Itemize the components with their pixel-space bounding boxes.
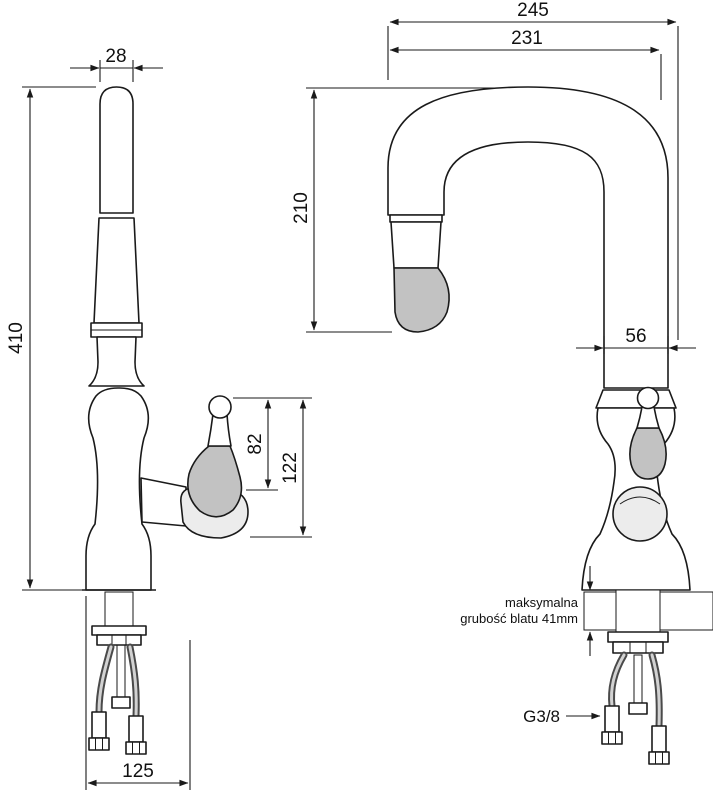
dim-122-label: 122 bbox=[280, 452, 301, 484]
dim-total-height: 410 bbox=[6, 86, 96, 591]
handle-blade-front bbox=[629, 427, 667, 480]
lock-nut-front bbox=[612, 641, 664, 654]
countertop: maksymalna grubość blatu 41mm bbox=[460, 566, 713, 656]
dim-410-label: 410 bbox=[6, 322, 27, 354]
handle-knob-front bbox=[636, 386, 660, 410]
handle-knob bbox=[208, 395, 232, 419]
dim-base-width: 125 bbox=[85, 596, 191, 790]
right-mounting-hardware bbox=[601, 631, 670, 765]
thread-callout: G3/8 bbox=[523, 707, 601, 726]
handle-boss bbox=[140, 477, 187, 527]
escutcheon bbox=[91, 625, 147, 636]
dim-spout-reach: 231 bbox=[389, 28, 662, 100]
dim-overall-width: 245 bbox=[387, 0, 679, 340]
left-handle bbox=[140, 395, 249, 539]
lock-nut bbox=[96, 634, 142, 646]
dim-spout-width: 28 bbox=[70, 46, 163, 82]
dim-125-label: 125 bbox=[122, 761, 154, 782]
thread-size-label: G3/8 bbox=[523, 707, 560, 726]
countertop-note-line1: maksymalna bbox=[505, 595, 579, 610]
dim-28-label: 28 bbox=[105, 46, 126, 67]
right-faucet-body bbox=[387, 86, 691, 591]
mounting-stud bbox=[116, 644, 126, 698]
escutcheon-front bbox=[607, 631, 669, 643]
left-view: 28 410 bbox=[6, 46, 312, 790]
dim-82-label: 82 bbox=[245, 433, 266, 454]
mounting-stud-front bbox=[633, 654, 643, 704]
dim-handle-height: 122 bbox=[250, 399, 312, 538]
dim-spout-height: 210 bbox=[291, 87, 500, 333]
dim-lever-height: 82 bbox=[233, 397, 312, 491]
dim-56-label: 56 bbox=[625, 326, 646, 347]
handle-stem bbox=[207, 413, 232, 447]
dim-210-label: 210 bbox=[291, 192, 312, 224]
right-view: 245 231 bbox=[291, 0, 713, 765]
dim-body-width: 56 bbox=[576, 326, 696, 354]
dim-231-label: 231 bbox=[511, 28, 543, 49]
handle-hub bbox=[612, 486, 668, 542]
dim-245-label: 245 bbox=[517, 0, 549, 21]
countertop-note-line2: grubość blatu 41mm bbox=[460, 611, 578, 626]
left-mounting-hardware bbox=[88, 591, 147, 755]
handle-stem-front bbox=[636, 406, 660, 429]
spray-head bbox=[393, 267, 450, 333]
left-faucet-body bbox=[82, 86, 156, 591]
handle-blade bbox=[187, 445, 243, 518]
